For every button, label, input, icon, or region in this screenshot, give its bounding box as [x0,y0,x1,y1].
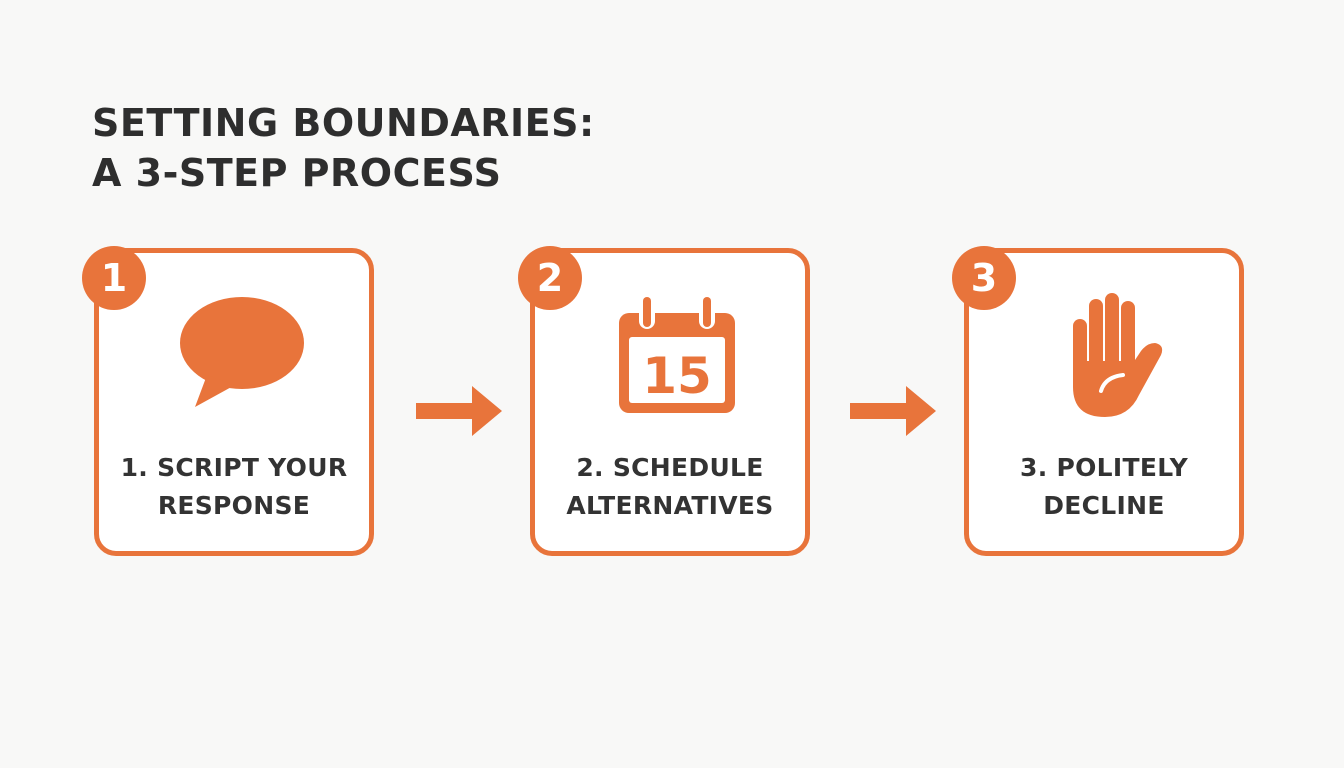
step-badge-1: 1 [82,246,146,310]
step-label-1: 1. SCRIPT YOUR RESPONSE [120,453,348,520]
step-badge-3: 3 [952,246,1016,310]
step-label-3: 3. POLITELY DECLINE [1020,453,1188,520]
calendar-day: 15 [642,347,712,405]
arrow-right-icon [416,386,502,436]
step-card-3: 3. POLITELY DECLINE [964,248,1244,556]
step-badge-2: 2 [518,246,582,310]
page-title: SETTING BOUNDARIES: A 3-STEP PROCESS [92,98,595,198]
raised-hand-icon [1073,293,1163,417]
step-card-1: 1. SCRIPT YOUR RESPONSE [94,248,374,556]
title-line-1: SETTING BOUNDARIES: [92,101,595,145]
calendar-icon: 15 [619,295,735,413]
step-label-2: 2. SCHEDULE ALTERNATIVES [566,453,774,520]
title-line-2: A 3-STEP PROCESS [92,151,502,195]
arrow-right-icon [850,386,936,436]
speech-bubble-icon [180,297,304,407]
step-card-2: 15 2. SCHEDULE ALTERNATIVES [530,248,810,556]
